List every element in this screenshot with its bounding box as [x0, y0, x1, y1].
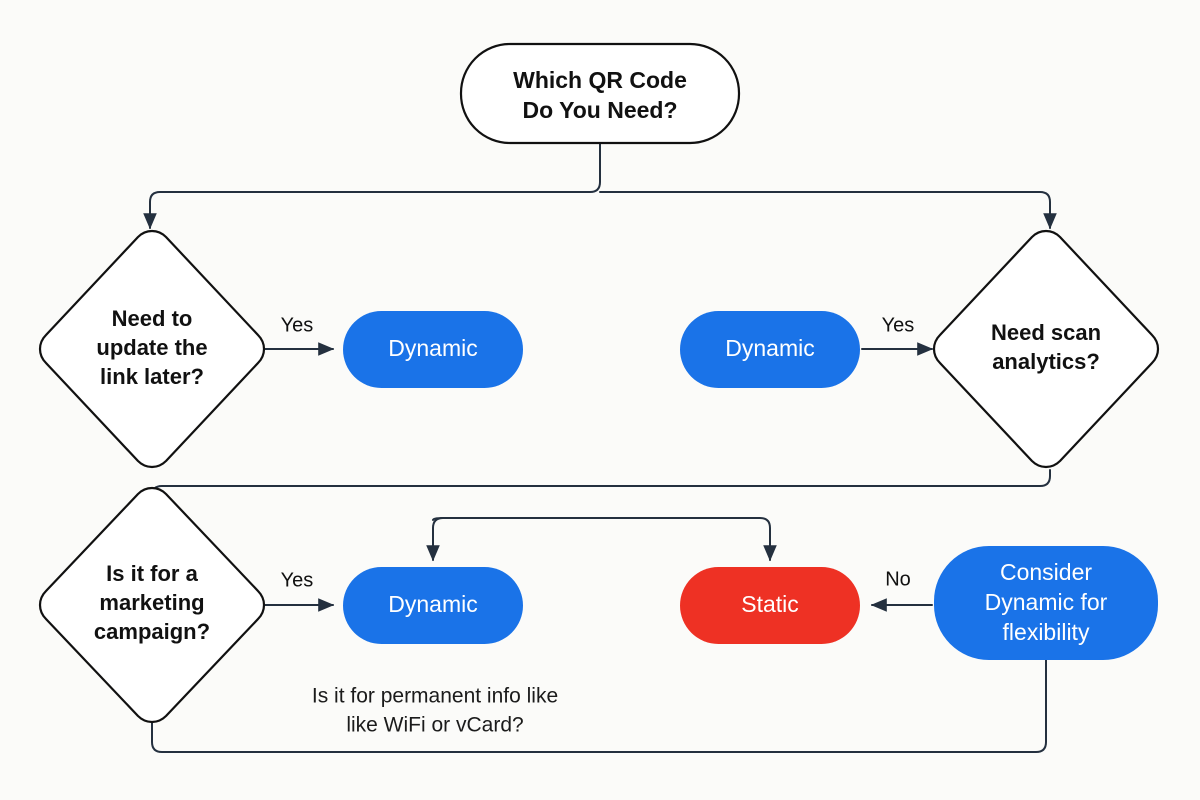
decision-marketing-campaign-line1: Is it for a — [106, 561, 198, 586]
decision-update-link-line1: Need to — [112, 306, 193, 331]
static-bottom-shape — [680, 567, 860, 644]
node-dynamic-bottom[interactable]: Dynamic — [343, 567, 523, 644]
note-permanent-info-line1: Is it for permanent info like — [312, 685, 558, 708]
node-decision-scan-analytics[interactable]: Need scan analytics? — [932, 229, 1160, 469]
node-consider-dynamic[interactable]: Consider Dynamic for flexibility — [934, 546, 1158, 660]
consider-dynamic-line2: Dynamic for — [985, 589, 1108, 615]
dynamic-left-top-shape — [343, 311, 523, 388]
edge-root-to-scan-analytics — [599, 190, 1057, 230]
decision-scan-analytics-line2: analytics? — [992, 349, 1100, 374]
node-dynamic-left-top[interactable]: Dynamic — [343, 311, 523, 388]
static-bottom-label: Static — [741, 591, 799, 617]
dynamic-bottom-shape — [343, 567, 523, 644]
node-root[interactable]: Which QR Code Do You Need? — [459, 42, 741, 145]
node-decision-marketing-campaign[interactable]: Is it for a marketing campaign? — [38, 486, 266, 724]
node-decision-update-link[interactable]: Need to update the link later? — [38, 229, 266, 469]
edge-bottom-loop — [151, 659, 1047, 753]
root-node-shape — [459, 42, 741, 145]
decision-marketing-campaign-line3: campaign? — [94, 619, 210, 644]
dynamic-right-top-shape — [680, 311, 860, 388]
dynamic-right-top-label: Dynamic — [725, 335, 814, 361]
consider-dynamic-line1: Consider — [1000, 559, 1092, 585]
consider-dynamic-shape — [934, 546, 1158, 660]
edge-label-marketing-yes: Yes — [281, 569, 314, 591]
edge-root-split — [143, 142, 601, 230]
edge-bracket-left-down — [426, 517, 444, 562]
node-static-bottom[interactable]: Static — [680, 567, 860, 644]
dynamic-left-top-label: Dynamic — [388, 335, 477, 361]
consider-dynamic-line3: flexibility — [1003, 619, 1090, 645]
edge-label-update-link-yes: Yes — [281, 314, 314, 336]
root-node-line2: Do You Need? — [522, 97, 677, 123]
edge-bracket-to-dynamic-bottom — [432, 517, 777, 562]
edge-label-consider-no: No — [885, 568, 911, 590]
decision-update-link-line3: link later? — [100, 364, 204, 389]
decision-scan-analytics-line1: Need scan — [991, 320, 1101, 345]
edge-scan-analytics-to-marketing — [151, 469, 1051, 507]
decision-marketing-campaign-line2: marketing — [99, 590, 204, 615]
root-node-line1: Which QR Code — [513, 67, 687, 93]
decision-update-link-line2: update the — [96, 335, 207, 360]
edge-label-scan-analytics-yes: Yes — [882, 314, 915, 336]
node-dynamic-right-top[interactable]: Dynamic — [680, 311, 860, 388]
note-permanent-info-line2: like WiFi or vCard? — [346, 714, 523, 737]
decision-update-link-shape — [38, 229, 266, 469]
decision-scan-analytics-shape — [932, 229, 1160, 469]
dynamic-bottom-label: Dynamic — [388, 591, 477, 617]
decision-marketing-campaign-shape — [38, 486, 266, 724]
